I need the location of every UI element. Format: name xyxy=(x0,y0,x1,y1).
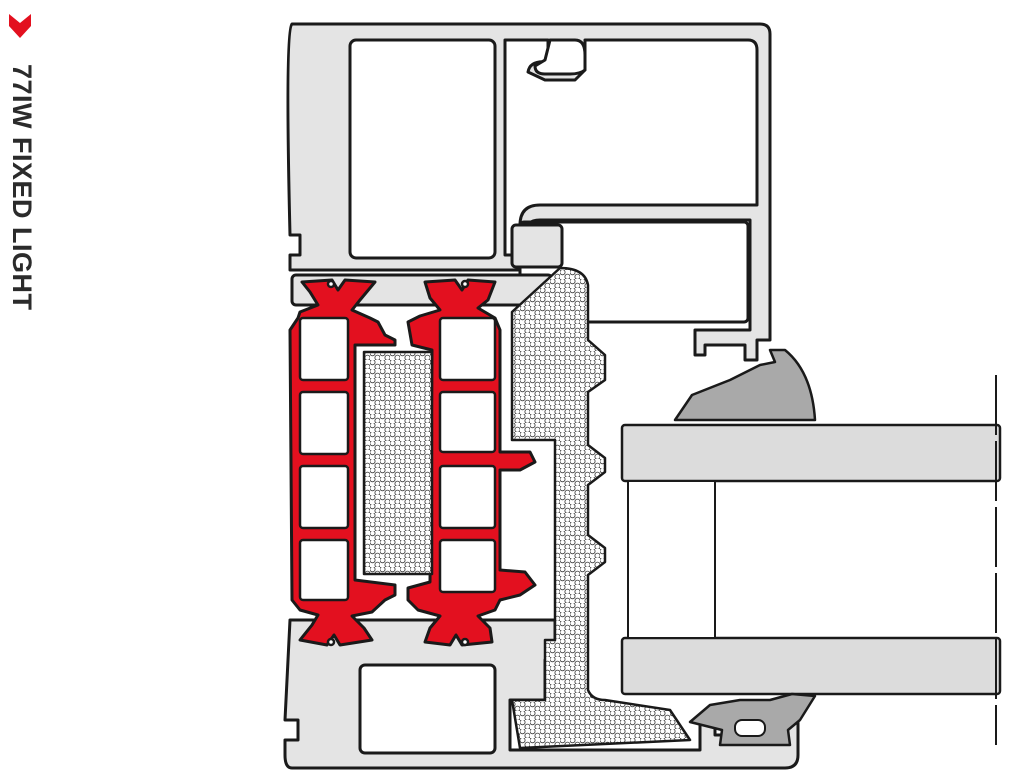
aluminium-frame xyxy=(283,22,800,770)
center-foam xyxy=(362,350,434,576)
insulating-foam xyxy=(510,266,692,750)
glazing-unit xyxy=(620,375,1002,745)
thermal-break xyxy=(288,278,537,647)
page-title: 77IW FIXED LIGHT xyxy=(7,64,37,311)
top-glazing-gasket xyxy=(673,348,817,422)
chevron-down-icon xyxy=(9,14,31,38)
